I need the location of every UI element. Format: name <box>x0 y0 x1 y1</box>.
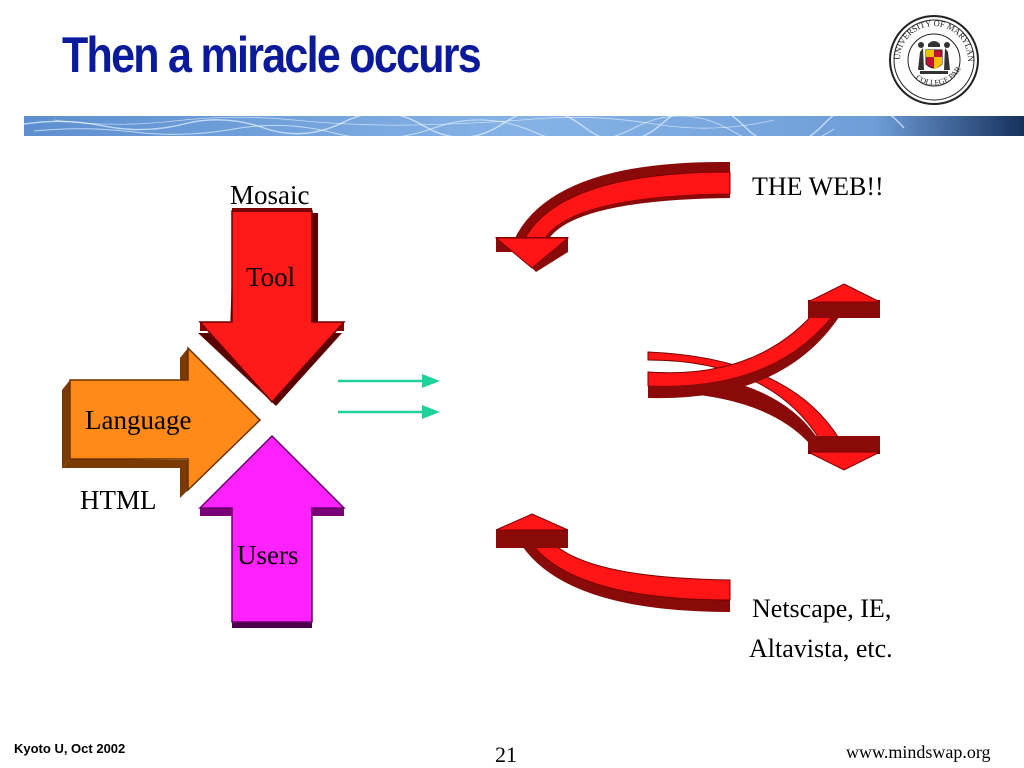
language-arrow <box>62 346 262 498</box>
top-curved-arrow <box>494 161 731 272</box>
html-label: HTML <box>80 485 157 515</box>
connector-arrows <box>338 374 440 419</box>
slide-number: 21 <box>495 742 517 767</box>
the-web-label: THE WEB!! <box>752 172 884 201</box>
tool-arrow <box>198 208 346 406</box>
browsers-label-line2: Altavista, etc. <box>749 634 893 663</box>
users-label: Users <box>237 540 299 570</box>
language-label: Language <box>85 405 192 435</box>
bottom-curved-arrow <box>495 513 731 612</box>
footer-venue: Kyoto U, Oct 2002 <box>14 741 126 756</box>
university-seal-logo: UNIVERSITY OF MARYLAND COLLEGE PARK <box>888 14 979 105</box>
users-arrow <box>198 434 346 628</box>
split-curved-arrow <box>647 283 881 471</box>
tool-label: Tool <box>246 262 296 292</box>
mosaic-label: Mosaic <box>230 180 310 210</box>
footer-website: www.mindswap.org <box>846 742 991 762</box>
title-banner <box>24 116 1024 136</box>
slide-title: Then a miracle occurs <box>62 27 482 83</box>
browsers-label-line1: Netscape, IE, <box>752 594 892 623</box>
